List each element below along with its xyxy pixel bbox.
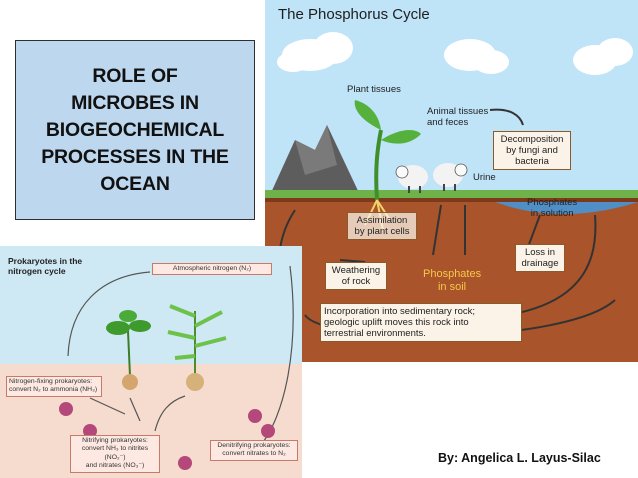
atmospheric-nitrogen-box: Atmospheric nitrogen (N₂) — [152, 263, 272, 276]
nitrogen-fixing-box: Nitrogen-fixing prokaryotes: convert N₂ … — [6, 376, 102, 397]
slide-title-box: ROLE OF MICROBES IN BIOGEOCHEMICAL PROCE… — [15, 40, 255, 220]
leaf-icon — [354, 100, 381, 130]
plant-tissues-label: Plant tissues — [347, 84, 401, 95]
decomposition-box: Decomposition by fungi and bacteria — [493, 131, 571, 170]
cloud-icon — [277, 32, 633, 75]
loss-in-drainage-box: Loss in drainage — [515, 244, 565, 272]
slide-title: ROLE OF MICROBES IN BIOGEOCHEMICAL PROCE… — [41, 64, 229, 195]
phosphorus-cycle-title: The Phosphorus Cycle — [278, 6, 430, 23]
phosphates-in-solution-label: Phosphates in solution — [527, 197, 578, 219]
urine-label: Urine — [473, 172, 496, 183]
arrow — [67, 271, 151, 357]
weathering-box: Weathering of rock — [325, 262, 387, 290]
author-credit: By: Angelica L. Layus-Silac — [438, 451, 601, 465]
phosphorus-cycle-illustration — [265, 0, 638, 362]
incorporation-box: Incorporation into sedimentary rock; geo… — [320, 303, 522, 342]
assimilation-box: Assimilation by plant cells — [347, 212, 417, 240]
plant-icon — [106, 304, 227, 391]
nitrogen-cycle-figure: Prokaryotes in the nitrogen cycle Atmosp… — [0, 246, 302, 478]
phosphorus-cycle-figure: The Phosphorus Cycle Plant tissues Anima… — [265, 0, 638, 362]
animal-tissues-label: Animal tissues and feces — [427, 106, 489, 128]
nitrifying-box: Nitrifying prokaryotes: convert NH₃ to n… — [70, 435, 160, 473]
phosphates-in-soil-label: Phosphates in soil — [423, 268, 482, 293]
arrow — [489, 108, 524, 126]
bacteria-icon — [59, 402, 275, 470]
sheep-icon — [395, 163, 468, 193]
nitrogen-cycle-title: Prokaryotes in the nitrogen cycle — [8, 256, 83, 276]
denitrifying-box: Denitrifying prokaryotes: convert nitrat… — [210, 440, 298, 461]
